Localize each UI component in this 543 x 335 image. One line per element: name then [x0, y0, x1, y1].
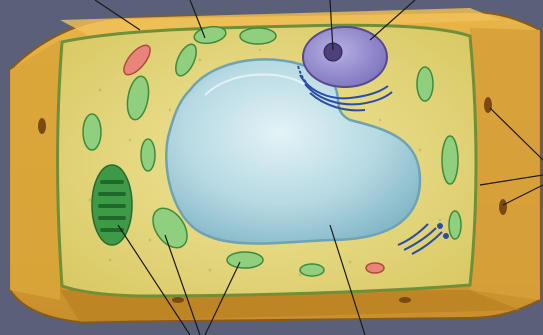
chloroplast-icon [92, 165, 132, 245]
